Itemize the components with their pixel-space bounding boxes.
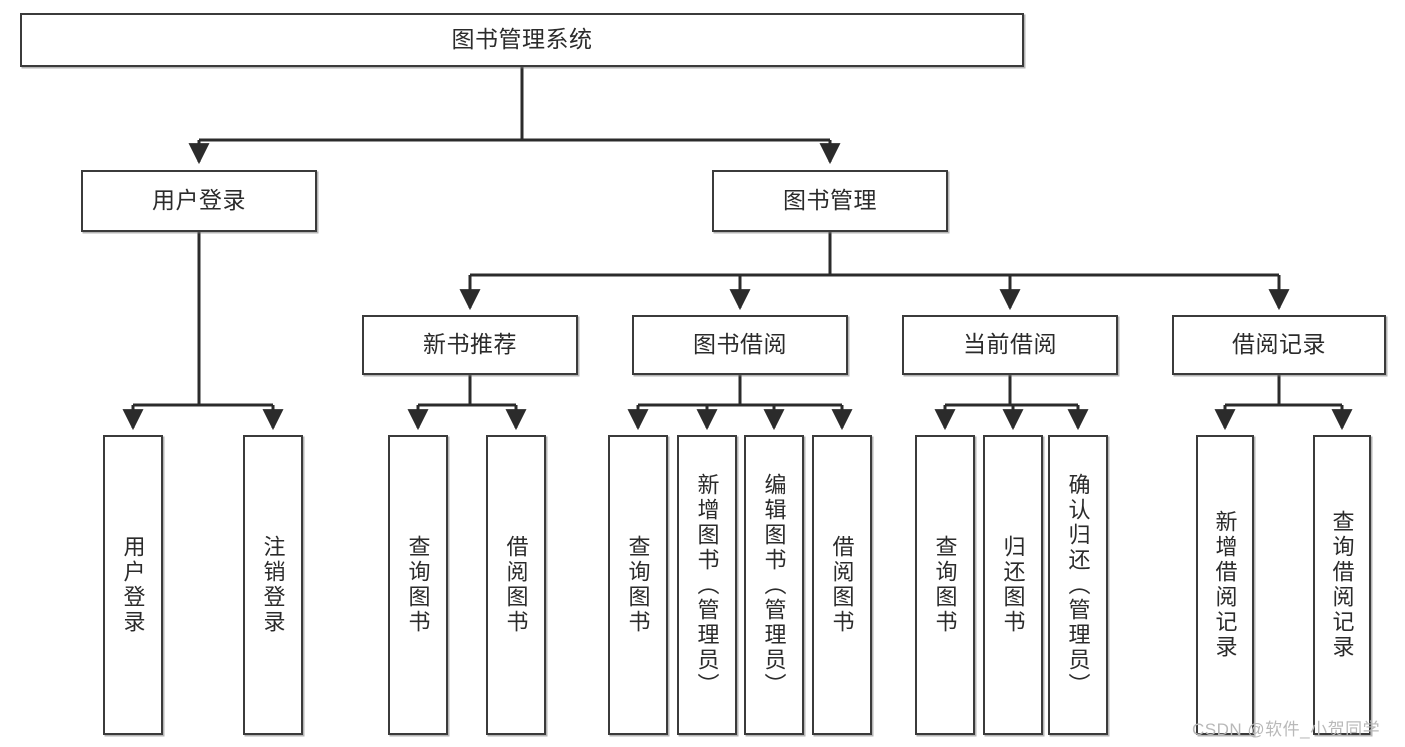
node-label: 用户登录 [152,187,246,214]
node-book-borrow[interactable]: 图书借阅 [632,315,848,375]
leaf-add-book[interactable]: 新增图书（管理员） [677,435,737,735]
node-label: 新增图书（管理员） [694,472,720,698]
node-book-manage[interactable]: 图书管理 [712,170,948,232]
node-label: 查询图书 [405,535,431,635]
node-label: 图书管理系统 [451,26,593,53]
node-label: 查询图书 [932,535,958,635]
node-label: 注销登录 [260,535,286,635]
node-label: 用户登录 [120,535,146,635]
node-label: 当前借阅 [963,331,1057,358]
node-label: 编辑图书（管理员） [761,472,787,698]
leaf-add-record[interactable]: 新增借阅记录 [1196,435,1254,735]
node-current-borrow[interactable]: 当前借阅 [902,315,1118,375]
node-root[interactable]: 图书管理系统 [20,13,1024,67]
leaf-user-login[interactable]: 用户登录 [103,435,163,735]
leaf-edit-book[interactable]: 编辑图书（管理员） [744,435,804,735]
node-borrow-record[interactable]: 借阅记录 [1172,315,1386,375]
leaf-return-book[interactable]: 归还图书 [983,435,1043,735]
node-label: 确认归还（管理员） [1065,472,1091,698]
node-user-login[interactable]: 用户登录 [81,170,317,232]
leaf-user-logout[interactable]: 注销登录 [243,435,303,735]
node-label: 图书借阅 [693,331,787,358]
node-new-book-rec[interactable]: 新书推荐 [362,315,578,375]
node-label: 图书管理 [783,187,877,214]
leaf-borrow-book[interactable]: 借阅图书 [812,435,872,735]
leaf-confirm-return[interactable]: 确认归还（管理员） [1048,435,1108,735]
node-label: 新增借阅记录 [1212,510,1238,660]
node-label: 借阅图书 [829,535,855,635]
node-label: 新书推荐 [423,331,517,358]
node-label: 借阅图书 [503,535,529,635]
node-label: 借阅记录 [1232,331,1326,358]
node-label: 查询图书 [625,535,651,635]
leaf-borrow-book-rec[interactable]: 借阅图书 [486,435,546,735]
leaf-query-book-rec[interactable]: 查询图书 [388,435,448,735]
leaf-query-record[interactable]: 查询借阅记录 [1313,435,1371,735]
node-label: 查询借阅记录 [1329,510,1355,660]
node-label: 归还图书 [1000,535,1026,635]
leaf-query-book-borrow[interactable]: 查询图书 [608,435,668,735]
csdn-watermark: CSDN @软件_小贺同学 [1192,720,1381,739]
leaf-query-book-cur[interactable]: 查询图书 [915,435,975,735]
